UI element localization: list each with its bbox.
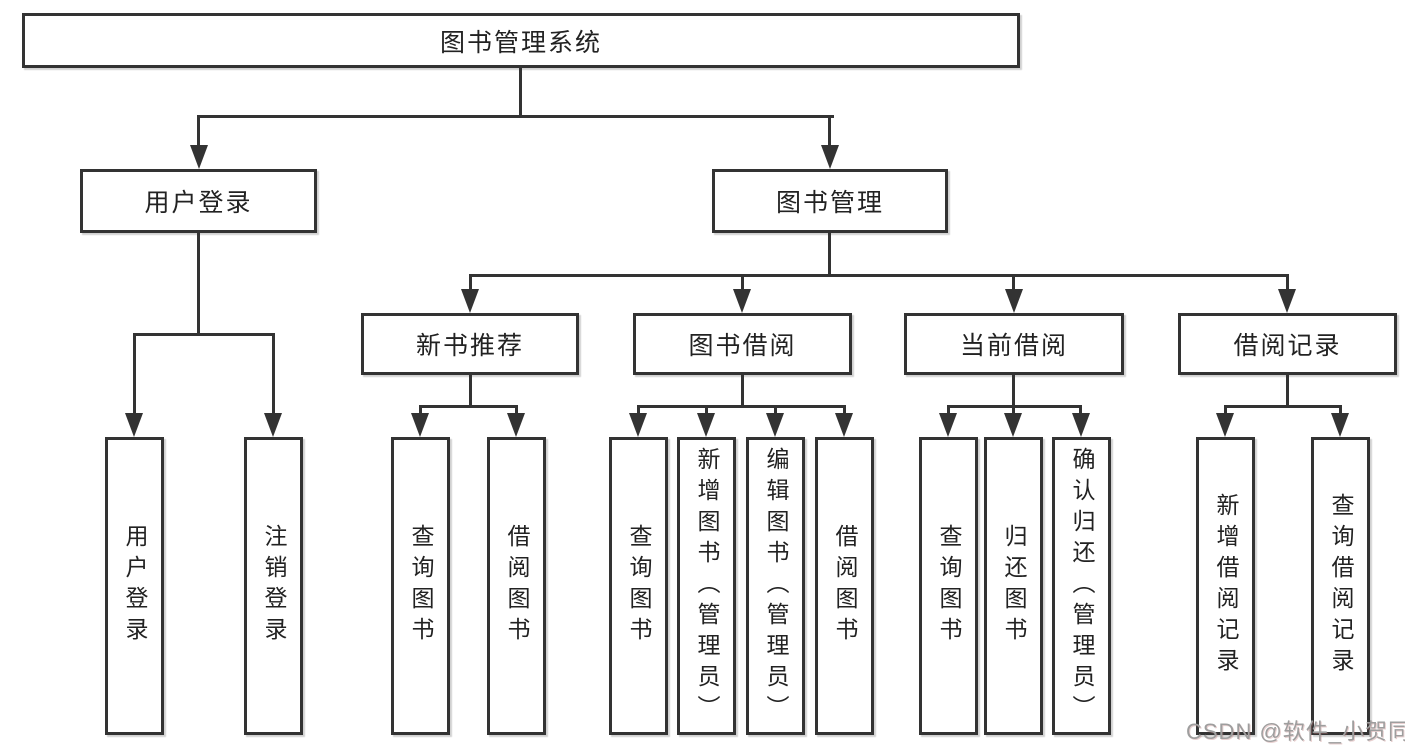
arrow-down-icon (733, 289, 751, 313)
connector-line (1012, 274, 1015, 292)
connector-line (1079, 405, 1082, 417)
connector-line (197, 115, 834, 118)
node-current-borrow: 当前借阅 (904, 313, 1124, 375)
connector-line (705, 405, 708, 417)
leaf-query-borrow-record-label: 查询借阅记录 (1328, 493, 1354, 679)
connector-line (741, 375, 744, 407)
arrow-down-icon (1331, 413, 1349, 437)
connector-line (947, 405, 950, 417)
connector-line (828, 233, 831, 277)
leaf-borrow-books: 借阅图书 (815, 437, 874, 735)
connector-line (637, 405, 640, 417)
node-new-book-recommend: 新书推荐 (361, 313, 579, 375)
connector-line (419, 405, 422, 417)
arrow-down-icon (835, 413, 853, 437)
leaf-return-books-label: 归还图书 (1001, 524, 1027, 648)
arrow-down-icon (411, 413, 429, 437)
node-borrow-records: 借阅记录 (1178, 313, 1397, 375)
leaf-borrow-books-recommend: 借阅图书 (487, 437, 546, 735)
watermark: CSDN @软件_小贺同学 (1186, 719, 1405, 744)
node-borrow-records-label: 借阅记录 (1233, 332, 1342, 360)
arrow-down-icon (264, 413, 282, 437)
leaf-confirm-return-admin: 确认归还（管理员） (1052, 437, 1111, 735)
arrow-down-icon (190, 145, 208, 169)
connector-line (828, 115, 831, 147)
arrow-down-icon (1216, 413, 1234, 437)
arrow-down-icon (697, 413, 715, 437)
connector-line (1012, 375, 1015, 407)
connector-line (469, 274, 1289, 277)
node-new-book-recommend-label: 新书推荐 (415, 332, 524, 360)
connector-line (1224, 405, 1341, 408)
connector-line (197, 233, 200, 336)
leaf-edit-books-admin: 编辑图书（管理员） (746, 437, 805, 735)
connector-line (133, 333, 275, 336)
connector-line (519, 66, 522, 118)
node-root: 图书管理系统 (22, 13, 1020, 68)
leaf-query-books-recommend-label: 查询图书 (408, 524, 434, 648)
leaf-edit-books-admin-label: 编辑图书（管理员） (763, 446, 789, 726)
leaf-query-books-current-label: 查询图书 (936, 524, 962, 648)
arrow-down-icon (1005, 289, 1023, 313)
node-root-label: 图书管理系统 (439, 28, 602, 57)
arrow-down-icon (629, 413, 647, 437)
leaf-return-books: 归还图书 (984, 437, 1043, 735)
leaf-add-borrow-record-label: 新增借阅记录 (1213, 493, 1239, 679)
leaf-add-borrow-record: 新增借阅记录 (1196, 437, 1255, 735)
connector-line (419, 405, 518, 408)
node-book-management: 图书管理 (712, 169, 948, 233)
connector-line (741, 274, 744, 292)
connector-line (515, 405, 518, 417)
connector-line (637, 405, 846, 408)
connector-line (774, 405, 777, 417)
leaf-confirm-return-admin-label: 确认归还（管理员） (1069, 446, 1095, 726)
connector-line (843, 405, 846, 417)
leaf-user-login-label: 用户登录 (122, 524, 148, 648)
node-book-borrow: 图书借阅 (633, 313, 852, 375)
connector-line (1339, 405, 1342, 417)
node-book-borrow-label: 图书借阅 (688, 332, 797, 360)
leaf-query-books-borrow-label: 查询图书 (626, 524, 652, 648)
connector-line (197, 115, 200, 147)
leaf-query-borrow-record: 查询借阅记录 (1311, 437, 1370, 735)
connector-line (272, 333, 275, 417)
arrow-down-icon (939, 413, 957, 437)
leaf-query-books-borrow: 查询图书 (609, 437, 668, 735)
connector-line (133, 333, 136, 417)
leaf-borrow-books-label: 借阅图书 (832, 524, 858, 648)
connector-line (469, 375, 472, 407)
leaf-logout-label: 注销登录 (261, 524, 287, 648)
node-current-borrow-label: 当前借阅 (959, 332, 1068, 360)
node-user-login-label: 用户登录 (144, 189, 253, 217)
connector-line (1286, 274, 1289, 292)
arrow-down-icon (821, 145, 839, 169)
arrow-down-icon (125, 413, 143, 437)
leaf-query-books-recommend: 查询图书 (391, 437, 450, 735)
arrow-down-icon (1278, 289, 1296, 313)
arrow-down-icon (1072, 413, 1090, 437)
arrow-down-icon (461, 289, 479, 313)
connector-line (1224, 405, 1227, 417)
connector-line (1286, 375, 1289, 407)
leaf-borrow-books-recommend-label: 借阅图书 (504, 524, 530, 648)
leaf-add-books-admin: 新增图书（管理员） (677, 437, 736, 735)
leaf-logout: 注销登录 (244, 437, 303, 735)
connector-line (469, 274, 472, 292)
arrow-down-icon (766, 413, 784, 437)
node-user-login: 用户登录 (80, 169, 317, 233)
leaf-add-books-admin-label: 新增图书（管理员） (694, 446, 720, 726)
arrow-down-icon (1004, 413, 1022, 437)
arrow-down-icon (507, 413, 525, 437)
connector-line (1012, 405, 1015, 417)
leaf-query-books-current: 查询图书 (919, 437, 978, 735)
node-book-management-label: 图书管理 (775, 189, 884, 217)
leaf-user-login: 用户登录 (105, 437, 164, 735)
